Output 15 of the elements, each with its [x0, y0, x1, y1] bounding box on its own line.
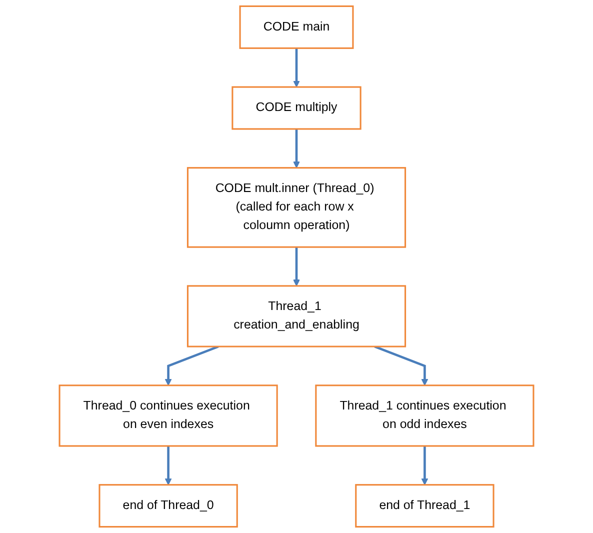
node-box: CODE main [239, 5, 354, 49]
node-box: Thread_1 creation_and_enabling [186, 285, 406, 348]
arrow [293, 247, 300, 286]
node-box: Thread_0 continues execution on even indexes [58, 384, 278, 447]
node-box: end of Thread_1 [355, 484, 494, 528]
node-box: end of Thread_0 [98, 484, 238, 528]
arrow [164, 345, 219, 386]
node-box: CODE mult.inner (Thread_0) (called for each row x coloumn operation) [186, 167, 406, 248]
node-box: Thread_1 continues execution on odd indexes [315, 384, 534, 447]
arrow [293, 48, 300, 88]
arrow [374, 345, 428, 386]
node-box: CODE multiply [232, 86, 362, 130]
arrow [421, 446, 428, 486]
arrow [293, 128, 300, 168]
arrow [164, 446, 172, 486]
